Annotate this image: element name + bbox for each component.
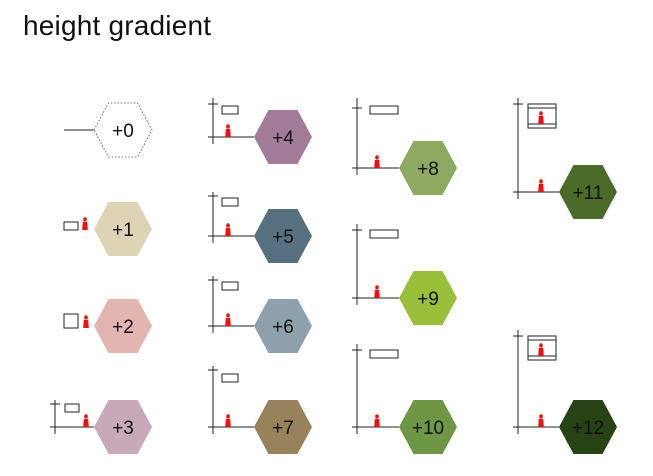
person-body bbox=[83, 419, 89, 427]
person-figure bbox=[225, 414, 231, 427]
tile-hexagon bbox=[399, 400, 457, 454]
tile-label: +5 bbox=[272, 227, 294, 248]
tile-label: +9 bbox=[417, 289, 439, 310]
person-figure bbox=[374, 414, 380, 427]
person-body bbox=[538, 348, 544, 356]
person-body bbox=[374, 419, 380, 427]
tile-plus-11: +11 bbox=[513, 98, 617, 219]
tile-plus-10: +10 bbox=[352, 344, 457, 454]
tile-hexagon bbox=[254, 299, 312, 353]
tile-label: +7 bbox=[272, 418, 294, 439]
tile-plus-3: +3 bbox=[50, 400, 152, 454]
person-figure bbox=[83, 315, 89, 328]
reference-box bbox=[369, 105, 399, 115]
tile-plus-5: +5 bbox=[208, 192, 312, 263]
tile-hexagon bbox=[559, 165, 617, 219]
person-figure bbox=[225, 223, 231, 236]
tile-plus-6: +6 bbox=[208, 276, 312, 353]
tile-label: +11 bbox=[573, 183, 604, 204]
person-head bbox=[226, 313, 230, 318]
tile-plus-1: +1 bbox=[63, 202, 152, 256]
person-body bbox=[82, 222, 88, 230]
person-body bbox=[225, 419, 231, 427]
person-head bbox=[84, 414, 88, 419]
person-figure bbox=[538, 111, 544, 124]
tile-label: +4 bbox=[272, 128, 294, 149]
tile-label: +1 bbox=[112, 220, 134, 241]
tile-hexagon bbox=[254, 209, 312, 263]
tile-label: +2 bbox=[112, 317, 134, 338]
reference-box bbox=[369, 349, 399, 359]
reference-box bbox=[221, 105, 239, 115]
person-body bbox=[538, 184, 544, 192]
tile-hexagon bbox=[254, 110, 312, 164]
person-head bbox=[539, 414, 543, 419]
person-figure bbox=[374, 285, 380, 298]
tile-label: +3 bbox=[112, 418, 134, 439]
tile-label: +12 bbox=[572, 418, 604, 439]
reference-box bbox=[63, 313, 79, 329]
person-figure bbox=[225, 124, 231, 137]
tile-plus-8: +8 bbox=[352, 98, 457, 195]
tile-plus-7: +7 bbox=[208, 366, 312, 454]
reference-box bbox=[369, 229, 399, 239]
tile-hexagon-empty bbox=[93, 102, 153, 158]
tile-plus-12: +12 bbox=[513, 330, 617, 454]
tile-plus-2: +2 bbox=[63, 299, 152, 353]
page-title: height gradient bbox=[23, 10, 212, 41]
person-head bbox=[226, 414, 230, 419]
person-head bbox=[539, 179, 543, 184]
person-head bbox=[84, 315, 88, 320]
person-body bbox=[225, 129, 231, 137]
tile-plus-4: +4 bbox=[208, 98, 312, 164]
reference-box bbox=[221, 373, 239, 383]
tile-hexagon bbox=[399, 141, 457, 195]
person-head bbox=[375, 414, 379, 419]
tile-hexagon bbox=[94, 299, 152, 353]
tile-hexagon bbox=[94, 400, 152, 454]
tile-hexagon bbox=[94, 202, 152, 256]
person-body bbox=[225, 228, 231, 236]
tile-label: +8 bbox=[417, 159, 439, 180]
person-figure bbox=[83, 414, 89, 427]
person-head bbox=[83, 217, 87, 222]
person-head bbox=[226, 124, 230, 129]
tile-hexagon bbox=[254, 400, 312, 454]
person-body bbox=[374, 290, 380, 298]
reference-box bbox=[63, 221, 79, 231]
person-body bbox=[538, 116, 544, 124]
person-figure bbox=[82, 217, 88, 230]
person-figure bbox=[538, 343, 544, 356]
person-figure bbox=[538, 179, 544, 192]
reference-box bbox=[64, 403, 80, 413]
person-body bbox=[538, 419, 544, 427]
person-body bbox=[83, 320, 89, 328]
person-body bbox=[374, 160, 380, 168]
tile-hexagon bbox=[399, 271, 457, 325]
person-head bbox=[375, 155, 379, 160]
reference-box bbox=[221, 281, 239, 291]
tile-label: +10 bbox=[412, 418, 444, 439]
person-head bbox=[226, 223, 230, 228]
person-figure bbox=[374, 155, 380, 168]
person-figure bbox=[538, 414, 544, 427]
tile-plus-9: +9 bbox=[352, 224, 457, 325]
tile-label: +6 bbox=[272, 317, 294, 338]
person-body bbox=[225, 318, 231, 326]
person-head bbox=[539, 111, 543, 116]
tile-label: +0 bbox=[112, 121, 134, 142]
tile-hexagon bbox=[559, 400, 617, 454]
person-head bbox=[539, 343, 543, 348]
person-figure bbox=[225, 313, 231, 326]
person-head bbox=[375, 285, 379, 290]
reference-box bbox=[221, 197, 239, 207]
tile-plus-0: +0 bbox=[64, 102, 153, 158]
